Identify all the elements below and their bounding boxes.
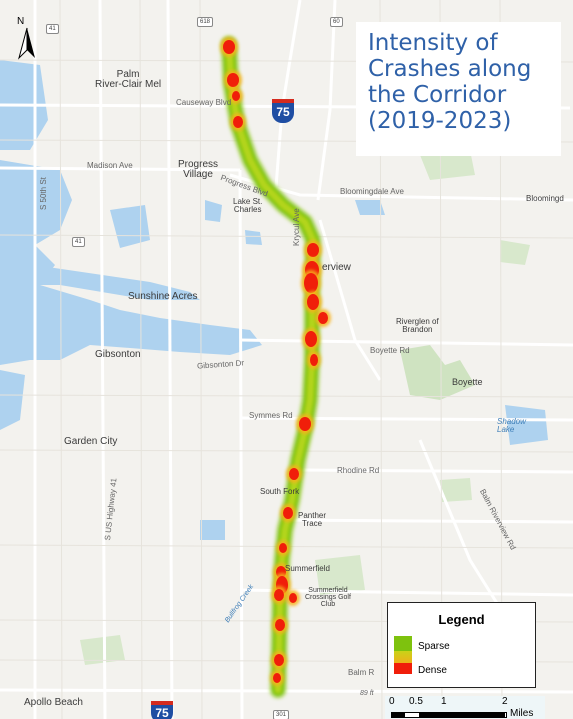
road-bloomingdale-ave: Bloomingdale Ave	[340, 187, 404, 196]
place-sunshine-acres: Sunshine Acres	[128, 291, 198, 302]
place-lake-st-charles: Lake St.Charles	[233, 197, 263, 214]
interstate-75-shield-bottom: 75	[151, 701, 173, 719]
scale-bar: 0 0.5 1 2 Miles	[385, 696, 545, 719]
road-kyrus: Krycul Ave	[292, 208, 301, 246]
interstate-75-shield-top: 75	[272, 99, 294, 123]
place-garden-city: Garden City	[64, 436, 118, 447]
scale-unit: Miles	[510, 708, 534, 719]
title-box: Intensity of Crashes along the Corridor …	[356, 22, 561, 156]
scale-tick-1: 0.5	[409, 696, 423, 707]
route-41-shield-top: 41	[46, 24, 59, 34]
place-south-fork: South Fork	[260, 487, 300, 496]
crash-hotspot	[227, 73, 239, 87]
crash-hotspot	[274, 589, 284, 601]
place-riverview: erview	[322, 262, 351, 273]
road-boyette-rd: Boyette Rd	[370, 346, 410, 355]
legend-swatch-dense	[394, 663, 412, 674]
legend-label-dense: Dense	[418, 665, 447, 676]
bay-water	[0, 160, 262, 365]
map-title: Intensity of Crashes along the Corridor …	[368, 30, 532, 134]
road-s50th: S 50th St	[39, 177, 48, 210]
route-301-shield: 301	[273, 710, 290, 719]
legend-swatch-mid	[394, 651, 412, 666]
legend-swatch-sparse	[394, 636, 412, 651]
crash-hotspot	[289, 593, 297, 603]
place-gibsonton: Gibsonton	[95, 349, 141, 360]
scale-tick-0: 0	[389, 696, 395, 707]
crash-hotspot	[232, 91, 240, 101]
crash-hotspot	[289, 468, 299, 480]
road-causeway: Causeway Blvd	[176, 98, 232, 107]
crash-hotspot	[279, 543, 287, 553]
legend-title: Legend	[438, 612, 485, 627]
route-41-shield-mid: 41	[72, 237, 85, 247]
road-madison: Madison Ave	[87, 161, 133, 170]
crash-hotspot	[305, 331, 317, 347]
place-bloomingdale: Bloomingd	[526, 194, 564, 203]
place-apollo-beach: Apollo Beach	[24, 697, 83, 708]
scale-tick-2: 1	[441, 696, 447, 707]
place-summerfield: Summerfield	[285, 564, 330, 573]
crash-hotspot	[275, 619, 285, 631]
north-label: N	[17, 16, 24, 27]
route-60-shield: 60	[330, 17, 343, 27]
crash-hotspot	[299, 417, 311, 431]
elevation-label: 89 ft	[360, 690, 374, 697]
route-618-shield: 618	[197, 17, 214, 27]
road-symmes: Symmes Rd	[249, 411, 293, 420]
crash-hotspot	[233, 116, 243, 128]
road-rhodine: Rhodine Rd	[337, 466, 380, 475]
crash-hotspot	[318, 312, 328, 324]
crash-hotspot	[283, 507, 293, 519]
crash-hotspot	[273, 673, 281, 683]
crash-hotspot	[274, 654, 284, 666]
legend: Legend Sparse Dense	[387, 602, 536, 688]
legend-label-sparse: Sparse	[418, 641, 450, 652]
north-arrow-icon: N	[17, 16, 35, 60]
crash-hotspot	[307, 294, 319, 310]
crash-hotspot	[304, 273, 318, 293]
crash-hotspot	[310, 354, 318, 366]
place-boyette: Boyette	[452, 377, 483, 387]
bay-water-3	[0, 370, 25, 430]
crash-hotspot	[307, 243, 319, 257]
crash-hotspot	[223, 40, 235, 54]
road-balm-rd: Balm R	[348, 668, 375, 677]
crash-hotspots	[220, 37, 331, 686]
scale-tick-3: 2	[502, 696, 508, 707]
